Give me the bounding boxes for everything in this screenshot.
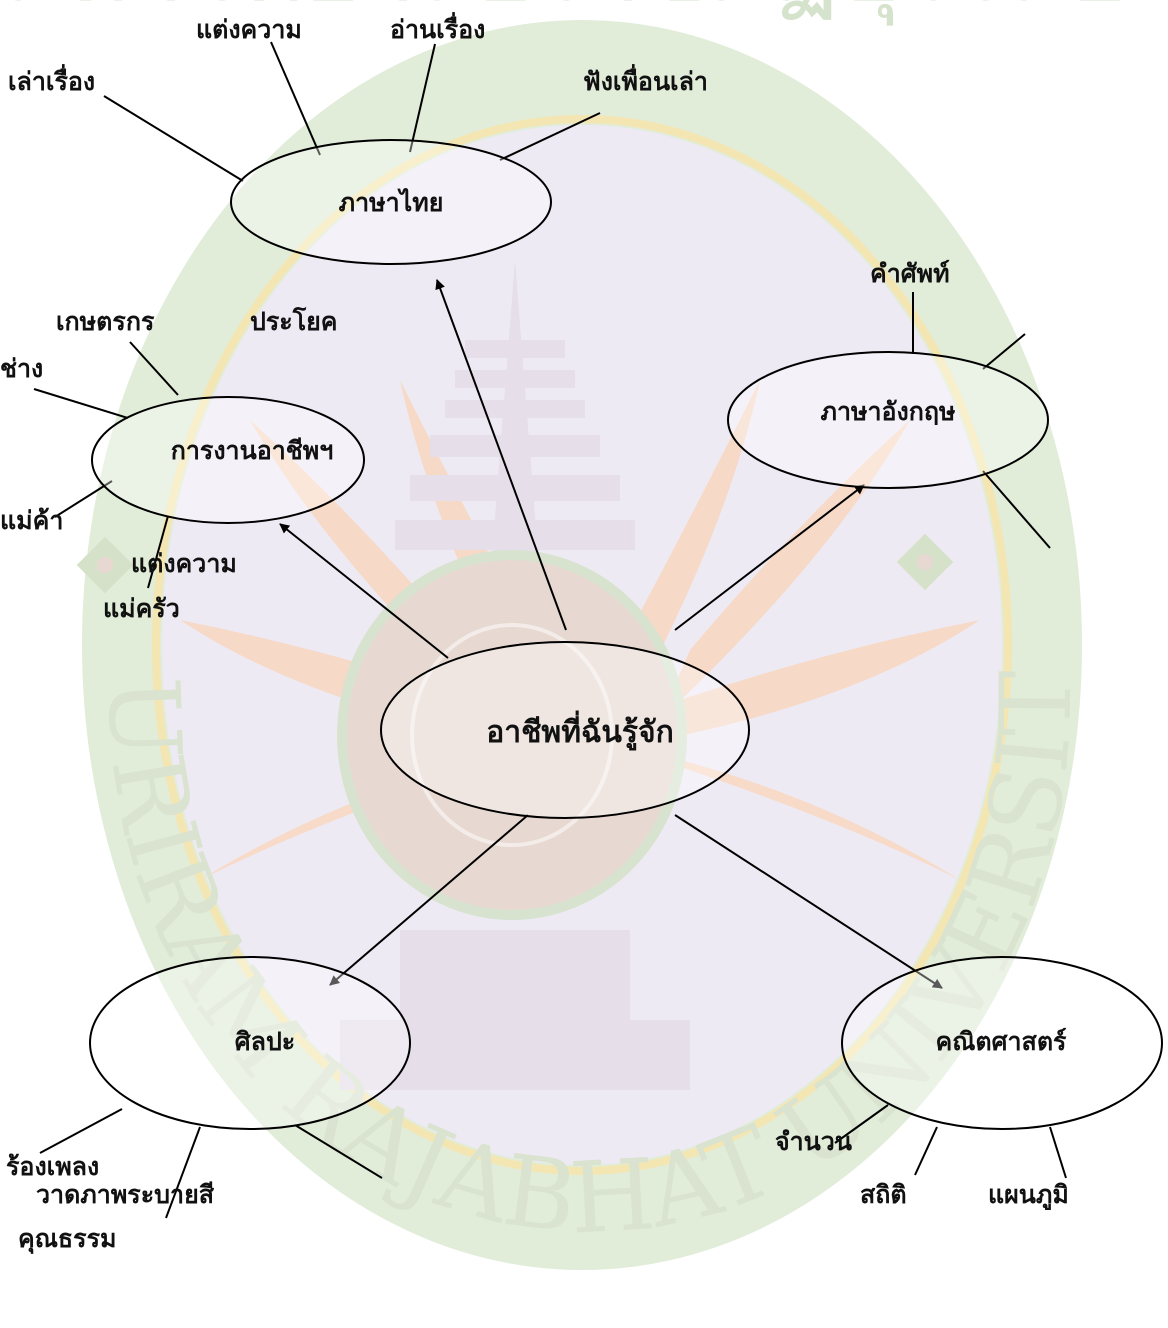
seal-gold-border [152,115,1012,1175]
node-career: การงานอาชีพฯ [91,396,365,524]
arrow-to-thai [435,279,567,631]
label-thai-1: เล่าเรื่อง [8,64,95,96]
label-career-1: เกษตรกร [56,307,155,336]
node-center: อาชีพที่ฉันรู้จัก [380,641,750,819]
spoke-line [914,1126,938,1176]
spoke-line [982,470,1051,549]
node-art-ellipse [89,956,411,1130]
node-thai-ellipse [230,139,552,265]
spoke-line [165,1126,201,1219]
node-english: ภาษาอังกฤษ [727,351,1049,489]
spoke-line [33,388,129,419]
label-art-1: ร้องเพลง [6,1152,99,1181]
spoke-line [294,1124,383,1179]
spoke-line [147,515,169,589]
label-math-3: แผนภูมิ [988,1180,1069,1211]
spoke-line [39,1108,123,1154]
node-career-ellipse [91,396,365,524]
node-thai: ภาษาไทย [230,139,552,265]
node-career-label: การงานอาชีพฯ [171,436,333,465]
label-math-2: สถิติ [860,1180,907,1209]
node-english-label: ภาษาอังกฤษ [820,397,955,426]
node-art-label: ศิลปะ [235,1027,296,1056]
label-thai-4: ฟังเพื่อนเล่า [583,64,708,96]
center-label: อาชีพที่ฉันรู้จัก [486,710,674,751]
spoke-lines [33,41,1067,1219]
node-art: ศิลปะ [89,956,411,1130]
arrow-to-english [674,484,865,631]
node-math-ellipse [841,956,1163,1130]
label-art-2: วาดภาพระบายสี [36,1180,215,1209]
spoke-labels: เล่าเรื่อง แต่งความ อ่านเรื่อง ฟังเพื่อน… [0,12,1069,1255]
spoke-line [1049,1126,1067,1179]
arrow-to-math [674,814,943,989]
arrow-to-art [329,814,529,986]
arrows [279,279,943,989]
spoke-line [54,480,113,518]
spoke-line [129,341,179,396]
node-math: คณิตศาสตร์ [841,956,1163,1130]
label-thai-3: อ่านเรื่อง [390,12,485,44]
spoke-line [409,43,436,153]
spoke-line [982,333,1026,370]
central-emblem [337,550,687,920]
node-thai-label: ภาษาไทย [339,187,444,217]
label-thai-2: แต่งความ [196,15,302,44]
spoke-line [834,1104,889,1144]
label-career-4: แต่งความ [131,549,237,578]
spoke-line [103,95,244,182]
label-career-5: แม่ครัว [103,594,180,623]
spoke-line [499,112,601,161]
label-career-2: ช่าง [0,354,43,383]
node-center-ellipse [380,641,750,819]
label-math-1: จำนวน [775,1127,852,1156]
stupa-emblem [340,260,690,1090]
node-math-label: คณิตศาสตร์ [936,1027,1068,1056]
node-english-ellipse [727,351,1049,489]
watermark-text-top: มหาวิทยาลัยราชภัฏบุรีรัมย์ [0,0,1128,26]
label-english-1: คำศัพท์ [870,259,950,288]
label-career-3: แม่ค้า [0,506,63,535]
label-art-3: คุณธรรม [18,1224,117,1255]
spoke-line [270,41,321,156]
label-thai-extra: ประโยค [250,306,338,336]
arrow-to-career [279,523,449,659]
